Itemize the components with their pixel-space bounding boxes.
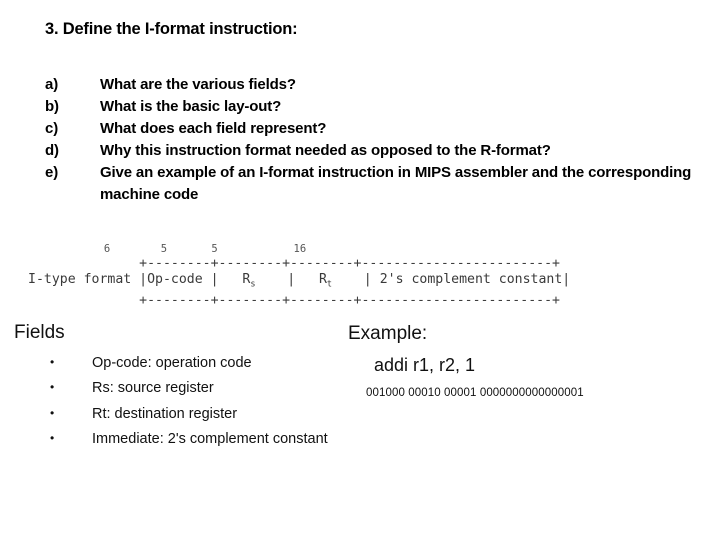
list-item-text: What are the various fields? [100, 76, 296, 93]
diagram-field-row: I-type format |Op-code | Rs | Rt | 2's c… [28, 272, 570, 293]
bullet-icon: • [50, 380, 55, 395]
bit-width-labels: 6 5 5 16 [28, 243, 307, 255]
list-item: • Rt: destination register [50, 403, 350, 425]
example-heading: Example: [348, 323, 428, 344]
bullet-icon: • [50, 431, 55, 446]
list-item: c) What does each field represent? [45, 118, 705, 140]
list-item-marker: b) [45, 98, 59, 116]
list-item-marker: c) [45, 120, 59, 138]
list-item-text: Why this instruction format needed as op… [100, 142, 551, 160]
example-machine-code: 001000 00010 00001 0000000000000001 [366, 387, 584, 399]
list-item: d) Why this instruction format needed as… [45, 140, 705, 162]
list-item: a) What are the various fields? [45, 74, 705, 96]
diagram-cell-rt: R [295, 271, 327, 287]
diagram-row-prefix: I-type format |Op-code | [28, 271, 219, 287]
diagram-top-rule: +--------+--------+--------+------------… [28, 256, 560, 271]
list-item: b) What is the basic lay-out? [45, 96, 705, 118]
list-item-marker: a) [45, 76, 59, 93]
diagram-cell-rt-subscript: t [326, 279, 333, 290]
instruction-format-diagram: 6 5 5 16 +--------+--------+--------+---… [28, 243, 570, 308]
list-item-text: Op-code: operation code [92, 355, 252, 371]
question-list: a) What are the various fields? b) What … [45, 74, 705, 206]
example-assembly-code: addi r1, r2, 1 [374, 355, 476, 375]
diagram-cell-immediate: 2's complement constant| [379, 271, 571, 287]
list-item: e) Give an example of an I-format instru… [45, 162, 705, 206]
list-item-text: What does each field represent? [100, 120, 327, 138]
list-item-text: Immediate: 2's complement constant [92, 431, 328, 448]
fields-list: • Op-code: operation code • Rs: source r… [50, 352, 350, 454]
bullet-icon: • [50, 355, 55, 369]
list-item: • Rs: source register [50, 377, 350, 399]
list-item-marker: d) [45, 142, 59, 160]
bullet-icon: • [50, 405, 55, 420]
diagram-bottom-rule: +--------+--------+--------+------------… [28, 292, 560, 308]
page-title: 3. Define the I-format instruction: [45, 20, 298, 38]
list-item: • Op-code: operation code [50, 352, 350, 374]
list-item: • Immediate: 2's complement constant [50, 428, 350, 450]
diagram-sep-1: | [255, 271, 296, 287]
list-item-text: Rt: destination register [92, 405, 238, 422]
diagram-cell-rs-subscript: s [250, 279, 256, 290]
diagram-sep-2: | [332, 271, 380, 287]
list-item-marker: e) [45, 164, 59, 182]
list-item-text: Give an example of an I-format instructi… [100, 164, 692, 204]
fields-heading: Fields [14, 322, 65, 343]
list-item-text: What is the basic lay-out? [100, 98, 282, 116]
list-item-text: Rs: source register [92, 380, 214, 397]
diagram-cell-rs: R [218, 271, 251, 287]
